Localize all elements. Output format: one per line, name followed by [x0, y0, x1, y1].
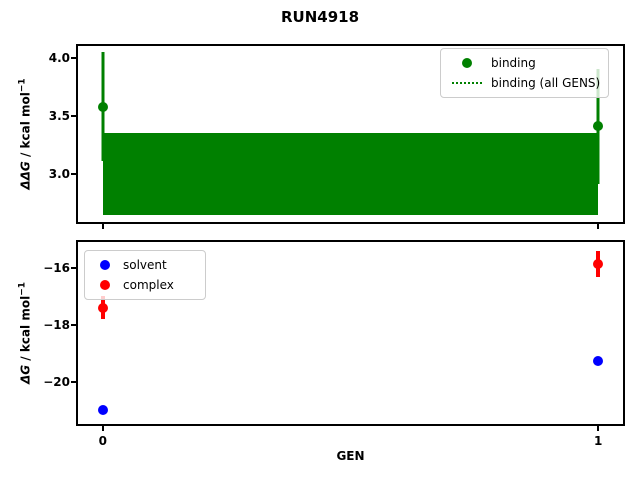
- x-tick-label: 1: [594, 434, 603, 448]
- y-tick-label: −16: [43, 260, 70, 275]
- y-tick: [71, 381, 76, 384]
- dg-axes: [76, 240, 625, 426]
- x-tick: [597, 426, 600, 431]
- x-tick: [101, 426, 104, 431]
- x-tick: [101, 224, 104, 229]
- legend-label-solvent: solvent: [123, 258, 167, 272]
- complex-dot-icon: [100, 280, 110, 290]
- bottom-legend: solvent complex: [84, 250, 206, 300]
- binding-point: [97, 101, 108, 112]
- legend-marker-area: [93, 260, 117, 270]
- ddg-axes: [76, 44, 625, 224]
- ddg-ylabel-sup: −1: [17, 78, 28, 93]
- y-tick: [71, 324, 76, 326]
- legend-label-binding: binding: [491, 56, 536, 70]
- legend-label-complex: complex: [123, 278, 174, 292]
- legend-row-binding-all-gens: binding (all GENS): [449, 73, 600, 93]
- y-tick-label: 3.5: [48, 108, 70, 123]
- y-tick: [71, 114, 76, 117]
- ddg-ylabel-unit: / kcal mol: [18, 92, 33, 162]
- y-tick-label: 4.0: [48, 50, 70, 65]
- all-gens-band: [102, 133, 599, 215]
- y-tick-label: −20: [43, 375, 70, 390]
- solvent-point: [97, 404, 108, 415]
- legend-marker-area: [93, 280, 117, 290]
- top-legend: binding binding (all GENS): [440, 48, 610, 98]
- y-tick: [71, 173, 76, 176]
- binding-point: [593, 121, 604, 132]
- binding-all-gens-dotted-line-icon: [452, 82, 482, 84]
- solvent-point: [593, 356, 604, 367]
- legend-row-solvent: solvent: [93, 255, 197, 275]
- legend-marker-area: [449, 82, 485, 84]
- dg-ylabel-sup: −1: [17, 281, 28, 296]
- figure-title: RUN4918: [280, 8, 360, 26]
- y-tick-label: 3.0: [48, 167, 70, 182]
- legend-row-complex: complex: [93, 275, 197, 295]
- complex-point: [97, 302, 108, 313]
- binding-dot-icon: [462, 58, 472, 68]
- legend-marker-area: [449, 58, 485, 68]
- y-tick-label: −18: [43, 318, 70, 332]
- y-tick: [71, 266, 76, 269]
- complex-point: [593, 258, 604, 269]
- legend-row-binding: binding: [449, 53, 600, 73]
- solvent-dot-icon: [100, 260, 110, 270]
- legend-label-binding-all-gens: binding (all GENS): [491, 76, 601, 90]
- x-tick-label: 0: [98, 434, 107, 448]
- gen-xlabel: GEN: [336, 449, 365, 463]
- y-tick: [71, 56, 76, 59]
- x-tick: [597, 224, 600, 229]
